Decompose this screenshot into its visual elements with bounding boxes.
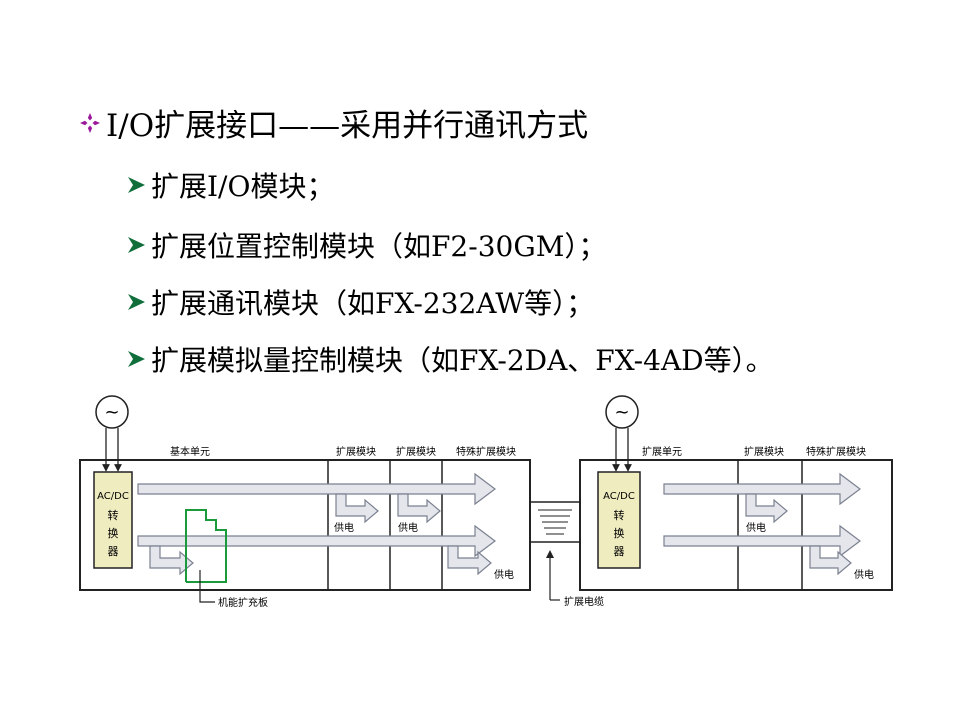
converter-label: AC/DC — [97, 491, 129, 502]
svg-text:器: 器 — [614, 545, 625, 558]
svg-text:转: 转 — [108, 508, 119, 522]
bullet-list: I/O扩展接口——采用并行通讯方式 扩展I/O模块； 扩展位置控制模块（如F2-… — [78, 100, 774, 379]
ac-symbol: ~ — [104, 402, 119, 423]
bullet-sub-text: 扩展通讯模块（如FX-232AW等）； — [151, 287, 595, 320]
supply-label: 供电 — [494, 568, 514, 581]
supply-arrow — [335, 493, 379, 524]
ext-unit-label: 扩展单元 — [642, 445, 682, 458]
supply-arrow — [397, 493, 441, 524]
ext-module-label: 扩展模块 — [744, 445, 784, 458]
supply-arrow — [809, 545, 852, 576]
bullet-main: I/O扩展接口——采用并行通讯方式 — [78, 100, 588, 145]
converter-label: AC/DC — [603, 491, 635, 502]
bullet-sub-2: 扩展位置控制模块（如F2-30GM）； — [125, 225, 606, 265]
svg-text:换: 换 — [614, 526, 625, 540]
cable-label: 扩展电缆 — [564, 595, 604, 608]
function-board-outline — [185, 509, 227, 583]
supply-label: 供电 — [854, 568, 874, 581]
right-unit: ~ AC/DC 转 换 器 扩展单元 扩展模块 特殊扩展模块 供电 供电 — [579, 395, 893, 591]
bullet-sub-text: 扩展位置控制模块（如F2-30GM）； — [151, 230, 607, 263]
bullet-main-text: I/O扩展接口——采用并行通讯方式 — [106, 108, 589, 144]
right-converter — [597, 471, 641, 569]
arrow-bullet-icon — [128, 294, 145, 310]
supply-arrow — [447, 545, 492, 576]
ac-power-icon — [605, 395, 639, 429]
left-unit: ~ AC/DC 转 换 器 基本单元 扩展模块 扩展模块 特殊扩展模块 供电 供… — [79, 395, 531, 609]
ext-module-label: 扩展模块 — [336, 445, 376, 458]
bullet-sub-4: 扩展模拟量控制模块（如FX-2DA、FX-4AD等）。 — [125, 339, 774, 379]
arrow-bullet-icon — [128, 351, 145, 367]
bullet-sub-text: 扩展I/O模块； — [151, 170, 335, 203]
ac-symbol: ~ — [614, 402, 629, 423]
special-ext-module-label: 特殊扩展模块 — [806, 445, 866, 458]
extension-cable: 扩展电缆 — [530, 501, 604, 608]
ext-module-label: 扩展模块 — [396, 445, 436, 458]
data-bus-arrow — [137, 472, 496, 506]
data-bus-arrow — [663, 472, 861, 506]
special-ext-module-label: 特殊扩展模块 — [456, 445, 516, 458]
svg-text:器: 器 — [108, 545, 119, 558]
supply-label: 供电 — [334, 521, 354, 534]
diamond-bullet-icon — [80, 112, 100, 133]
svg-text:换: 换 — [108, 526, 119, 540]
supply-label: 供电 — [398, 521, 418, 534]
svg-text:转: 转 — [614, 508, 625, 522]
expansion-diagram: ~ AC/DC 转 换 器 基本单元 扩展模块 扩展模块 特殊扩展模块 供电 供… — [79, 395, 893, 609]
bullet-sub-1: 扩展I/O模块； — [125, 165, 334, 205]
bullet-sub-text: 扩展模拟量控制模块（如FX-2DA、FX-4AD等）。 — [151, 344, 774, 377]
arrow-bullet-icon — [128, 177, 145, 193]
supply-arrow — [745, 493, 788, 524]
left-converter — [93, 471, 133, 569]
power-bus-arrow — [137, 524, 496, 558]
supply-label: 供电 — [746, 521, 766, 534]
left-unit-frame — [79, 459, 531, 591]
basic-unit-label: 基本单元 — [170, 445, 210, 458]
bullet-sub-3: 扩展通讯模块（如FX-232AW等）； — [125, 282, 594, 322]
ac-power-icon — [95, 395, 129, 429]
arrow-bullet-icon — [128, 237, 145, 253]
function-board-label: 机能扩充板 — [218, 596, 268, 609]
power-bus-arrow — [663, 524, 861, 558]
